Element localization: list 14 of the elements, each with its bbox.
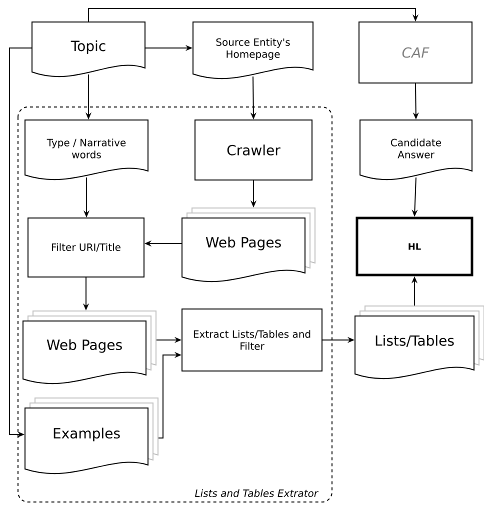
stacked-documents: Lists/Tables <box>354 306 484 379</box>
arrow <box>88 8 419 22</box>
stacked-documents: Web Pages <box>182 208 316 282</box>
process-box: HL <box>356 216 474 276</box>
document-box: Topic <box>32 22 146 77</box>
stacked-documents: Examples <box>24 398 158 474</box>
document-box: Type / Narrative words <box>24 120 148 180</box>
process-box: Filter URI/Title <box>28 218 144 278</box>
document-box: Candidate Answer <box>360 120 472 180</box>
document-box: Source Entity's Homepage <box>192 22 314 79</box>
process-box: Crawler <box>194 120 312 180</box>
process-box: Extract Lists/Tables and Filter <box>182 308 322 372</box>
process-box: CAF <box>358 22 472 84</box>
stacked-documents: Web Pages <box>22 310 156 384</box>
